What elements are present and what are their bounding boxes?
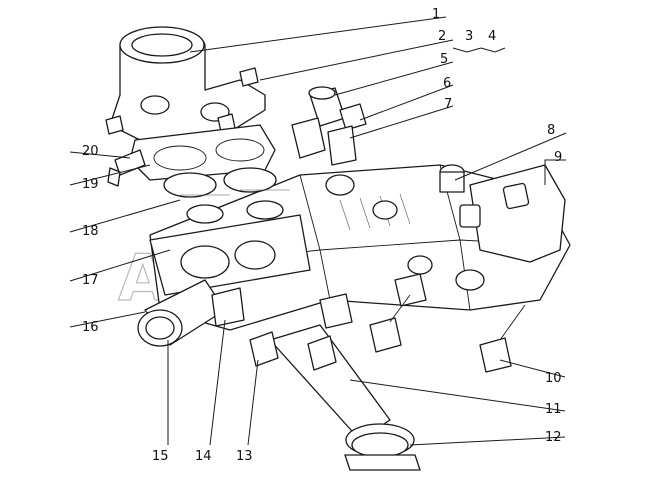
callout-8: 8 [547,123,555,138]
callout-5: 5 [440,52,448,67]
drain-plug [107,149,146,187]
thermostat-elements [163,167,290,224]
leader-lines [69,16,567,446]
temperature-sensors [291,86,367,166]
callout-4: 4 [488,29,496,44]
port-bracket [149,214,311,296]
locating-pin [439,164,465,193]
callout-13: 13 [236,449,253,464]
callout-labels: 1 2 3 4 5 6 7 8 9 20 19 18 17 16 10 11 1… [82,7,562,464]
thermostat-cover [109,26,266,141]
callout-15: 15 [152,449,169,464]
callout-3: 3 [465,29,473,44]
callout-1: 1 [432,7,440,22]
callout-11: 11 [545,402,562,417]
callout-16: 16 [82,320,99,335]
callout-18: 18 [82,224,99,239]
callout-9: 9 [554,150,562,165]
callout-12: 12 [545,430,562,445]
callout-10: 10 [545,371,562,386]
callout-17: 17 [82,273,99,288]
callout-7: 7 [444,97,452,112]
callout-19: 19 [82,177,99,192]
inlet-pipe [137,279,226,347]
callout-2: 2 [438,29,446,44]
outlet-elbow [269,324,421,471]
side-flange [459,164,566,263]
mounting-bolts [211,273,526,373]
callout-6: 6 [443,76,451,91]
callout-14: 14 [195,449,212,464]
callout-20: 20 [82,144,99,159]
cover-bolts [105,67,259,135]
